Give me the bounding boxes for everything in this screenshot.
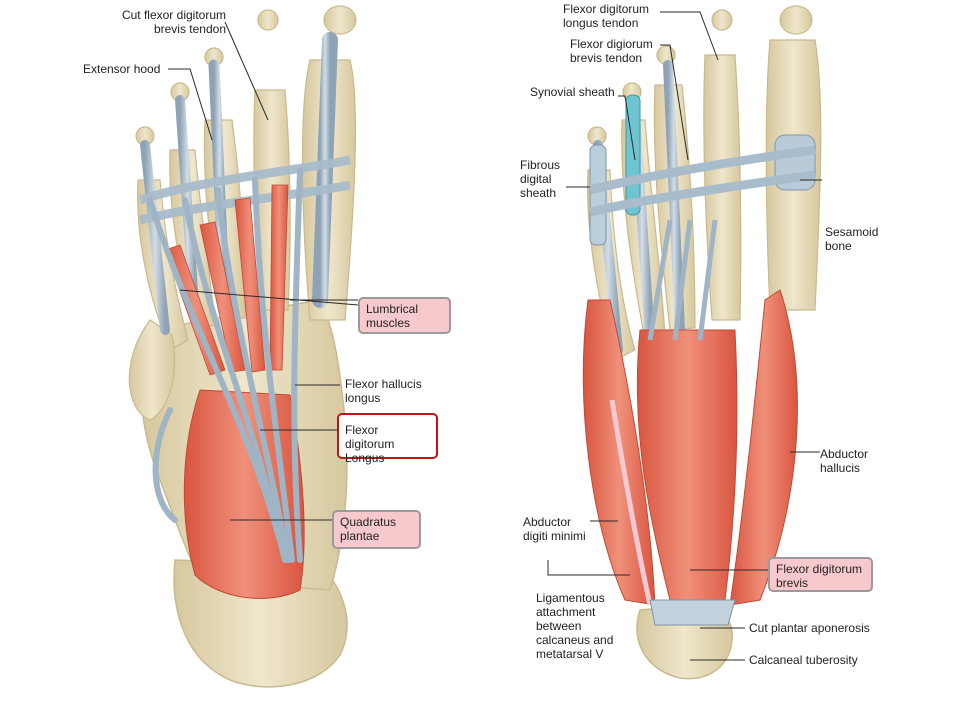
right-foot xyxy=(582,5,822,680)
right-fibrous-sheath xyxy=(589,144,607,246)
label-abductor-digiti-minimi: Abductor digiti minimi xyxy=(523,515,586,543)
label-calcaneal-tuberosity: Calcaneal tuberosity xyxy=(749,653,858,667)
flexor-digitorum-brevis-highlight-box: Flexor digitorum brevis xyxy=(768,557,873,592)
leader-lines xyxy=(168,11,822,661)
left-quadratus-plantae-muscle xyxy=(183,389,305,599)
label-abductor-hallucis: Abductor hallucis xyxy=(820,447,869,475)
label-flexor-digitorum-brevis-tendon: Flexor digiorum brevis tendon xyxy=(570,37,653,65)
right-fdb-tendons xyxy=(647,219,718,341)
label-ligamentous-attachment: Ligamentous attachment between calcaneus… xyxy=(536,591,614,661)
label-quadratus-plantae: Quadratus plantae xyxy=(340,515,397,543)
label-flexor-digitorum-longus: Flexor digitorum Longus xyxy=(345,423,395,465)
right-plantar-aponeurosis xyxy=(649,599,736,626)
right-transverse-bands xyxy=(588,145,816,217)
right-ligamentous-band xyxy=(609,399,653,606)
left-calcaneus xyxy=(173,559,348,688)
quadratus-plantae-highlight-box: Quadratus plantae xyxy=(332,510,421,549)
label-fibrous-digital-sheath: Fibrous digital sheath xyxy=(520,158,561,200)
label-extensor-hood: Extensor hood xyxy=(83,62,161,76)
label-flexor-hallucis-longus: Flexor hallucis longus xyxy=(345,377,422,405)
left-foot xyxy=(128,5,357,688)
left-long-flexor-tendons xyxy=(147,167,303,563)
label-flexor-digitorum-longus-tendon: Flexor digitorum longus tendon xyxy=(563,2,650,30)
label-sesamoid-bone: Sesamoid bone xyxy=(825,225,879,253)
label-cut-flexor-digitorum-brevis-tendon: Cut flexor digitorum brevis tendon xyxy=(121,8,226,36)
label-cut-plantar-aponeurosis: Cut plantar aponerosis xyxy=(749,621,870,635)
label-flexor-digitorum-brevis: Flexor digitorum brevis xyxy=(776,562,863,590)
flexor-digitorum-longus-emphasis-box: Flexor digitorum Longus xyxy=(337,413,438,465)
label-synovial-sheath: Synovial sheath xyxy=(530,85,615,99)
label-lumbrical-muscles: Lumbrical muscles xyxy=(366,302,419,330)
lumbrical-muscles-highlight-box: Lumbrical muscles xyxy=(358,297,451,334)
